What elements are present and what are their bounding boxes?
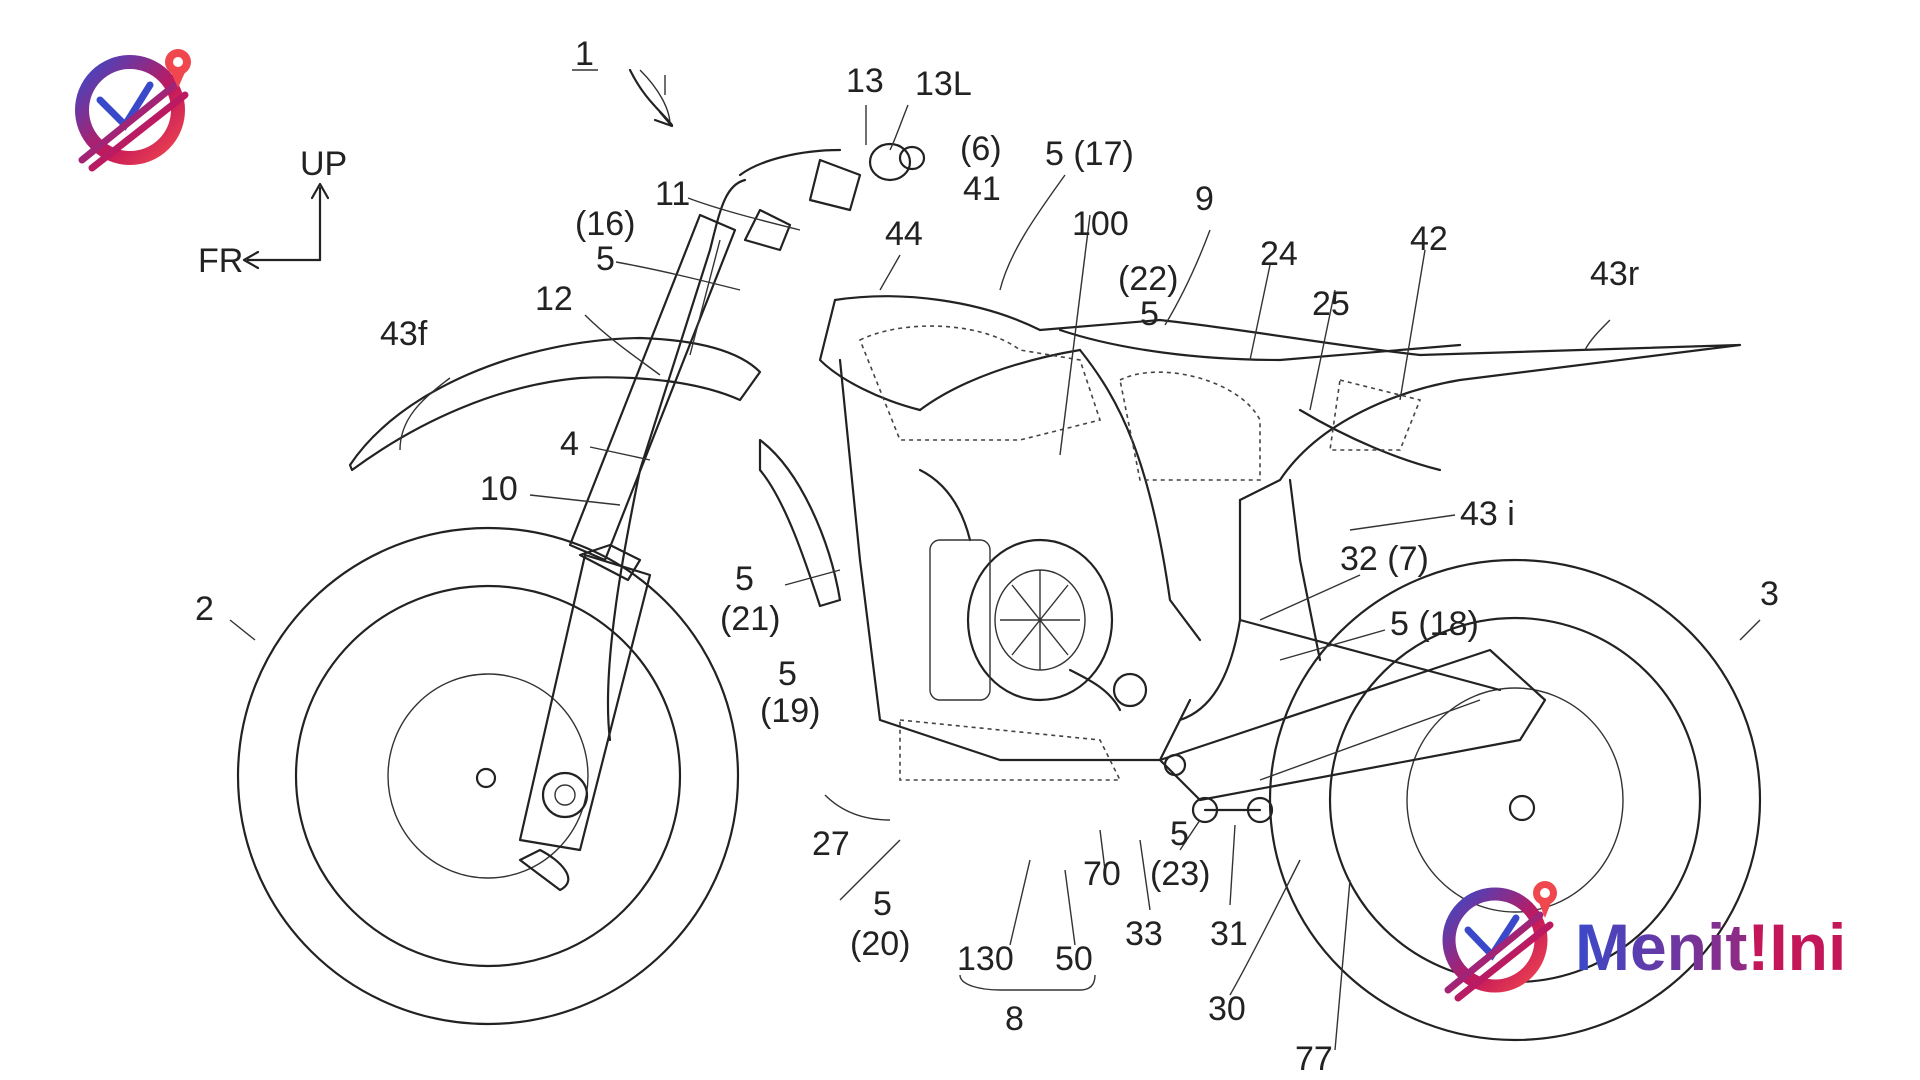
label-25: 25 xyxy=(1312,285,1350,323)
label-19: (19) xyxy=(760,692,820,730)
front-inner-fender xyxy=(758,438,842,608)
label-10: 10 xyxy=(480,470,518,508)
label-27: 27 xyxy=(812,825,850,863)
label-6: (6) xyxy=(960,130,1002,168)
label-5a: 5 xyxy=(596,240,615,278)
label-up: UP xyxy=(300,145,347,183)
label-31: 31 xyxy=(1210,915,1248,953)
label-5b: 5 xyxy=(1140,295,1159,333)
label-13L: 13L xyxy=(915,65,972,103)
seat xyxy=(1058,328,1462,362)
brake-line xyxy=(606,178,747,742)
label-11: 11 xyxy=(655,175,690,213)
swingarm xyxy=(1158,618,1547,802)
label-43f: 43f xyxy=(380,315,428,353)
label-24: 24 xyxy=(1260,235,1298,273)
label-41: 41 xyxy=(963,170,1001,208)
label-33: 33 xyxy=(1125,915,1163,953)
watermark-text-mid: ! xyxy=(1747,910,1769,984)
label-5-17: 5 (17) xyxy=(1045,135,1134,173)
tank-hidden-lines xyxy=(858,325,1422,481)
label-5d: 5 xyxy=(778,655,797,693)
label-5c: 5 xyxy=(735,560,754,598)
label-1: 1 xyxy=(575,35,594,73)
label-20: (20) xyxy=(850,925,910,963)
front-fender xyxy=(348,336,762,472)
direction-indicator xyxy=(242,182,330,270)
label-5e: 5 xyxy=(1170,815,1189,853)
label-50: 50 xyxy=(1055,940,1093,978)
label-4: 4 xyxy=(560,425,579,463)
figure-arrow xyxy=(628,68,674,128)
label-42: 42 xyxy=(1410,220,1448,258)
label-13: 13 xyxy=(846,62,884,100)
label-44: 44 xyxy=(885,215,923,253)
label-100: 100 xyxy=(1072,205,1129,243)
watermark-text-left: Menit xyxy=(1575,910,1747,984)
label-43r: 43r xyxy=(1590,255,1639,293)
watermark-logo-icon xyxy=(1442,881,1557,1002)
brand-logo-icon xyxy=(75,49,191,172)
watermark-text: Menit!Ini xyxy=(1575,910,1846,984)
label-70: 70 xyxy=(1083,855,1121,893)
label-21: (21) xyxy=(720,600,780,638)
label-2: 2 xyxy=(195,590,214,628)
label-16: (16) xyxy=(575,205,635,243)
leader-lines xyxy=(229,69,1761,1051)
label-43i: 43 i xyxy=(1460,495,1515,533)
handlebar xyxy=(738,142,926,212)
label-fr: FR xyxy=(198,242,243,280)
label-9: 9 xyxy=(1195,180,1214,218)
watermark-text-right: Ini xyxy=(1769,910,1846,984)
front-fork xyxy=(518,208,792,892)
label-5f: 5 xyxy=(873,885,892,923)
front-wheel xyxy=(236,526,740,1026)
rear-linkage xyxy=(1191,796,1274,824)
label-8: 8 xyxy=(1005,1000,1024,1038)
label-23: (23) xyxy=(1150,855,1210,893)
label-32-7: 32 (7) xyxy=(1340,540,1429,578)
label-22: (22) xyxy=(1118,260,1178,298)
label-12: 12 xyxy=(535,280,573,318)
label-77: 77 xyxy=(1295,1040,1333,1078)
label-30: 30 xyxy=(1208,990,1246,1028)
label-3: 3 xyxy=(1760,575,1779,613)
frame xyxy=(818,295,1742,762)
label-130: 130 xyxy=(957,940,1014,978)
engine xyxy=(899,538,1148,781)
label-5-18: 5 (18) xyxy=(1390,605,1479,643)
